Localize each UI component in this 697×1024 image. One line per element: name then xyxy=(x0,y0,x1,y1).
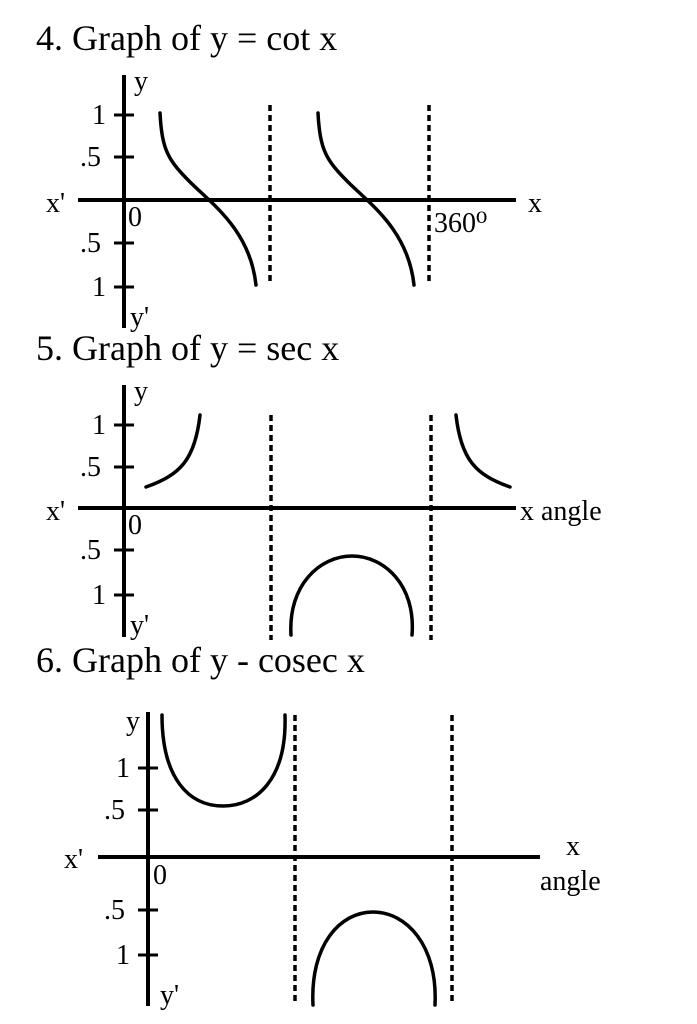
tick-label: .5 xyxy=(80,535,101,566)
cot-curve xyxy=(316,111,416,287)
tick-label: 1 xyxy=(116,753,130,784)
tick-label: 1 xyxy=(116,940,130,971)
sec-graph: 5. Graph of y = sec x 1 .5 .5 1 y y' x' … xyxy=(36,328,602,641)
tick-label: .5 xyxy=(80,452,101,483)
tick-label: 1 xyxy=(92,272,106,303)
tick-label: .5 xyxy=(80,228,101,259)
x-label-angle: angle xyxy=(540,866,601,897)
origin-label: 0 xyxy=(128,202,142,233)
tick-label: .5 xyxy=(104,895,125,926)
y-label: y xyxy=(134,376,148,407)
tick-label: 1 xyxy=(92,100,106,131)
y-label: y xyxy=(126,706,140,737)
y-neg-label: y' xyxy=(130,302,149,333)
x-label: x angle xyxy=(520,496,602,527)
cosec-graph: 6. Graph of y - cosec x 1 .5 .5 1 y y' x… xyxy=(36,640,601,1011)
marker-360-label: 360⁰ xyxy=(434,208,487,239)
cosec-curve xyxy=(160,713,287,808)
x-label: x xyxy=(528,188,542,219)
tick-label: .5 xyxy=(80,142,101,173)
cosec-curve xyxy=(311,910,437,1007)
cot-graph-title: 4. Graph of y = cot x xyxy=(36,18,337,58)
sec-curve xyxy=(454,413,512,489)
x-neg-label: x' xyxy=(64,844,83,875)
sec-graph-title: 5. Graph of y = sec x xyxy=(36,328,339,368)
x-neg-label: x' xyxy=(46,496,65,527)
y-label: y xyxy=(134,66,148,97)
cot-curve xyxy=(158,111,258,287)
tick-label: 1 xyxy=(92,580,106,611)
cosec-graph-title: 6. Graph of y - cosec x xyxy=(36,640,365,680)
sec-curve xyxy=(289,554,415,637)
cot-graph: 4. Graph of y = cot x 1 .5 .5 1 y y' x' … xyxy=(36,18,542,333)
y-neg-label: y' xyxy=(130,610,149,641)
tick-label: .5 xyxy=(104,795,125,826)
x-neg-label: x' xyxy=(46,188,65,219)
y-neg-label: y' xyxy=(160,980,179,1011)
tick-label: 1 xyxy=(92,410,106,441)
x-label: x xyxy=(566,831,580,862)
origin-label: 0 xyxy=(128,510,142,541)
sec-curve xyxy=(144,413,202,489)
origin-label: 0 xyxy=(153,860,167,891)
